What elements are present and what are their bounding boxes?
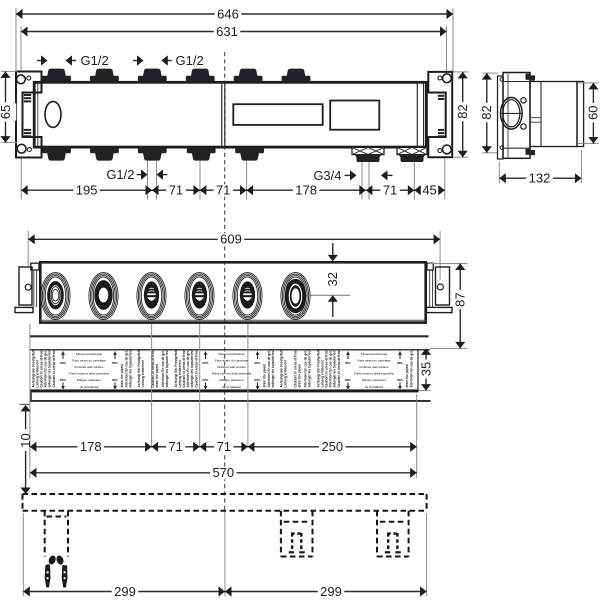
svg-text:Leitung entleeren!: Leitung entleeren! <box>321 360 325 388</box>
svg-text:Fliesenvorderkante: Fliesenvorderkante <box>361 352 388 356</box>
svg-text:570: 570 <box>212 465 234 480</box>
svg-text:drain the pipes!: drain the pipes! <box>298 364 302 388</box>
svg-text:Caution! In areas of frost: Caution! In areas of frost <box>325 349 329 388</box>
svg-text:Finished wall surface: Finished wall surface <box>75 365 104 369</box>
svg-text:Attention! En cas de gel,: Attention! En cas de gel, <box>161 350 165 387</box>
svg-text:10: 10 <box>18 433 33 447</box>
svg-text:Leitung entleeren!: Leitung entleeren! <box>284 360 288 388</box>
svg-text:Parte esterna della piastrella: Parte esterna della piastrella <box>212 372 251 376</box>
svg-text:de la baldosa: de la baldosa <box>80 385 99 389</box>
svg-text:250: 250 <box>321 439 343 454</box>
svg-text:Caution! In areas of frost: Caution! In areas of frost <box>195 349 199 388</box>
svg-text:Attention! En cas de gel,: Attention! En cas de gel, <box>304 350 308 387</box>
svg-text:G1/2: G1/2 <box>106 167 134 182</box>
svg-text:Margen delantero: Margen delantero <box>77 378 102 382</box>
svg-text:min.: min. <box>60 361 67 365</box>
svg-text:Leitung entleeren!: Leitung entleeren! <box>178 360 182 388</box>
svg-text:178: 178 <box>295 182 317 197</box>
svg-text:60: 60 <box>586 105 600 119</box>
svg-text:Attention! En cas de gel,: Attention! En cas de gel, <box>125 350 129 387</box>
svg-text:Finished wall surface: Finished wall surface <box>217 365 246 369</box>
svg-text:Fliesenvorderkante: Fliesenvorderkante <box>76 352 103 356</box>
svg-text:Margen delantero: Margen delantero <box>362 378 387 382</box>
svg-text:min.: min. <box>397 361 404 365</box>
svg-text:Caution! In areas of frost: Caution! In areas of frost <box>52 349 56 388</box>
svg-text:Face avant du carrelage: Face avant du carrelage <box>215 358 249 362</box>
svg-text:299: 299 <box>320 584 342 599</box>
svg-text:min.: min. <box>397 378 404 382</box>
svg-text:82: 82 <box>479 105 494 119</box>
svg-text:195: 195 <box>76 182 98 197</box>
svg-text:Achtung! Bei Frostgefahr: Achtung! Bei Frostgefahr <box>174 348 178 387</box>
svg-text:71: 71 <box>169 182 183 197</box>
svg-text:Attention! En cas de gel,: Attention! En cas de gel, <box>44 350 48 387</box>
svg-text:vidanger les tuyauteries!: vidanger les tuyauteries! <box>190 350 194 388</box>
svg-text:Achtung! Bei Frostgefahr: Achtung! Bei Frostgefahr <box>280 348 284 387</box>
svg-text:Caution! In areas of frost: Caution! In areas of frost <box>151 349 155 388</box>
svg-text:Fliesenvorderkante: Fliesenvorderkante <box>218 352 245 356</box>
svg-text:32: 32 <box>325 272 340 286</box>
svg-text:299: 299 <box>114 584 136 599</box>
svg-text:71: 71 <box>217 439 231 454</box>
svg-text:Achtung! Bei Frostgefahr: Achtung! Bei Frostgefahr <box>137 348 141 387</box>
svg-text:min.: min. <box>202 378 209 382</box>
svg-text:87: 87 <box>452 292 467 306</box>
svg-text:Caution! In areas of frost: Caution! In areas of frost <box>337 349 341 388</box>
svg-text:min.: min. <box>202 361 209 365</box>
svg-text:Leitung entleeren!: Leitung entleeren! <box>36 360 40 388</box>
svg-text:82: 82 <box>455 104 470 118</box>
svg-text:drain the pipes!: drain the pipes! <box>155 364 159 388</box>
svg-text:min.: min. <box>345 378 352 382</box>
svg-text:drain the pipes!: drain the pipes! <box>263 364 267 388</box>
svg-text:vidanger les tuyauteries!: vidanger les tuyauteries! <box>271 350 275 388</box>
svg-text:71: 71 <box>168 439 182 454</box>
svg-text:Leitung entleeren!: Leitung entleeren! <box>141 360 145 388</box>
svg-text:Achtung! Bei Frostgefahr: Achtung! Bei Frostgefahr <box>317 348 321 387</box>
svg-text:de la baldosa: de la baldosa <box>365 385 384 389</box>
svg-text:65: 65 <box>0 105 13 119</box>
svg-text:Caution! In areas of frost: Caution! In areas of frost <box>40 349 44 388</box>
svg-text:vidanger les tuyauteries!: vidanger les tuyauteries! <box>129 350 133 388</box>
svg-text:vidanger les tuyauteries!: vidanger les tuyauteries! <box>333 350 337 388</box>
svg-text:G1/2: G1/2 <box>81 53 109 68</box>
svg-text:Attention! En cas de gel,: Attention! En cas de gel, <box>329 350 333 387</box>
svg-text:Caution! In areas of frost: Caution! In areas of frost <box>294 349 298 388</box>
svg-text:vidanger les tuyauteries!: vidanger les tuyauteries! <box>308 350 312 388</box>
svg-text:drain the pipes!: drain the pipes! <box>120 364 124 388</box>
svg-text:Finished wall surface: Finished wall surface <box>360 365 389 369</box>
svg-text:min.: min. <box>112 361 119 365</box>
svg-text:min.: min. <box>60 378 67 382</box>
svg-text:min.: min. <box>345 361 352 365</box>
svg-text:Attention! En cas de gel,: Attention! En cas de gel, <box>186 350 190 387</box>
svg-text:71: 71 <box>216 182 230 197</box>
svg-text:178: 178 <box>80 439 102 454</box>
svg-text:min.: min. <box>112 378 119 382</box>
svg-text:Attention! En cas de gel,: Attention! En cas de gel, <box>267 350 271 387</box>
svg-text:vidanger les tuyauteries!: vidanger les tuyauteries! <box>165 350 169 388</box>
svg-text:min.: min. <box>254 361 261 365</box>
svg-text:min.: min. <box>254 378 261 382</box>
svg-text:Achtung! Bei Frostgefahr: Achtung! Bei Frostgefahr <box>32 348 36 387</box>
svg-text:35: 35 <box>418 362 433 376</box>
svg-text:45: 45 <box>422 182 436 197</box>
svg-text:G1/2: G1/2 <box>176 53 204 68</box>
svg-text:vidanger les tuyauteries!: vidanger les tuyauteries! <box>48 350 52 388</box>
svg-text:Face avant du carrelage: Face avant du carrelage <box>357 358 391 362</box>
svg-text:Parte esterna della piastrella: Parte esterna della piastrella <box>69 372 108 376</box>
svg-text:609: 609 <box>220 232 242 247</box>
svg-text:G3/4: G3/4 <box>313 168 341 183</box>
svg-text:71: 71 <box>383 182 397 197</box>
svg-text:Face avant du carrelage: Face avant du carrelage <box>72 358 106 362</box>
svg-text:646: 646 <box>217 6 239 21</box>
svg-text:Margen delantero: Margen delantero <box>219 378 244 382</box>
svg-text:Attention! En cas de gel,: Attention! En cas de gel, <box>410 350 414 387</box>
svg-text:Parte esterna della piastrella: Parte esterna della piastrella <box>354 372 393 376</box>
svg-text:de la baldosa: de la baldosa <box>222 385 241 389</box>
svg-text:132: 132 <box>529 170 551 185</box>
svg-text:drain the pipes!: drain the pipes! <box>405 364 409 388</box>
svg-text:631: 631 <box>216 24 238 39</box>
svg-text:Caution! In areas of frost: Caution! In areas of frost <box>182 349 186 388</box>
